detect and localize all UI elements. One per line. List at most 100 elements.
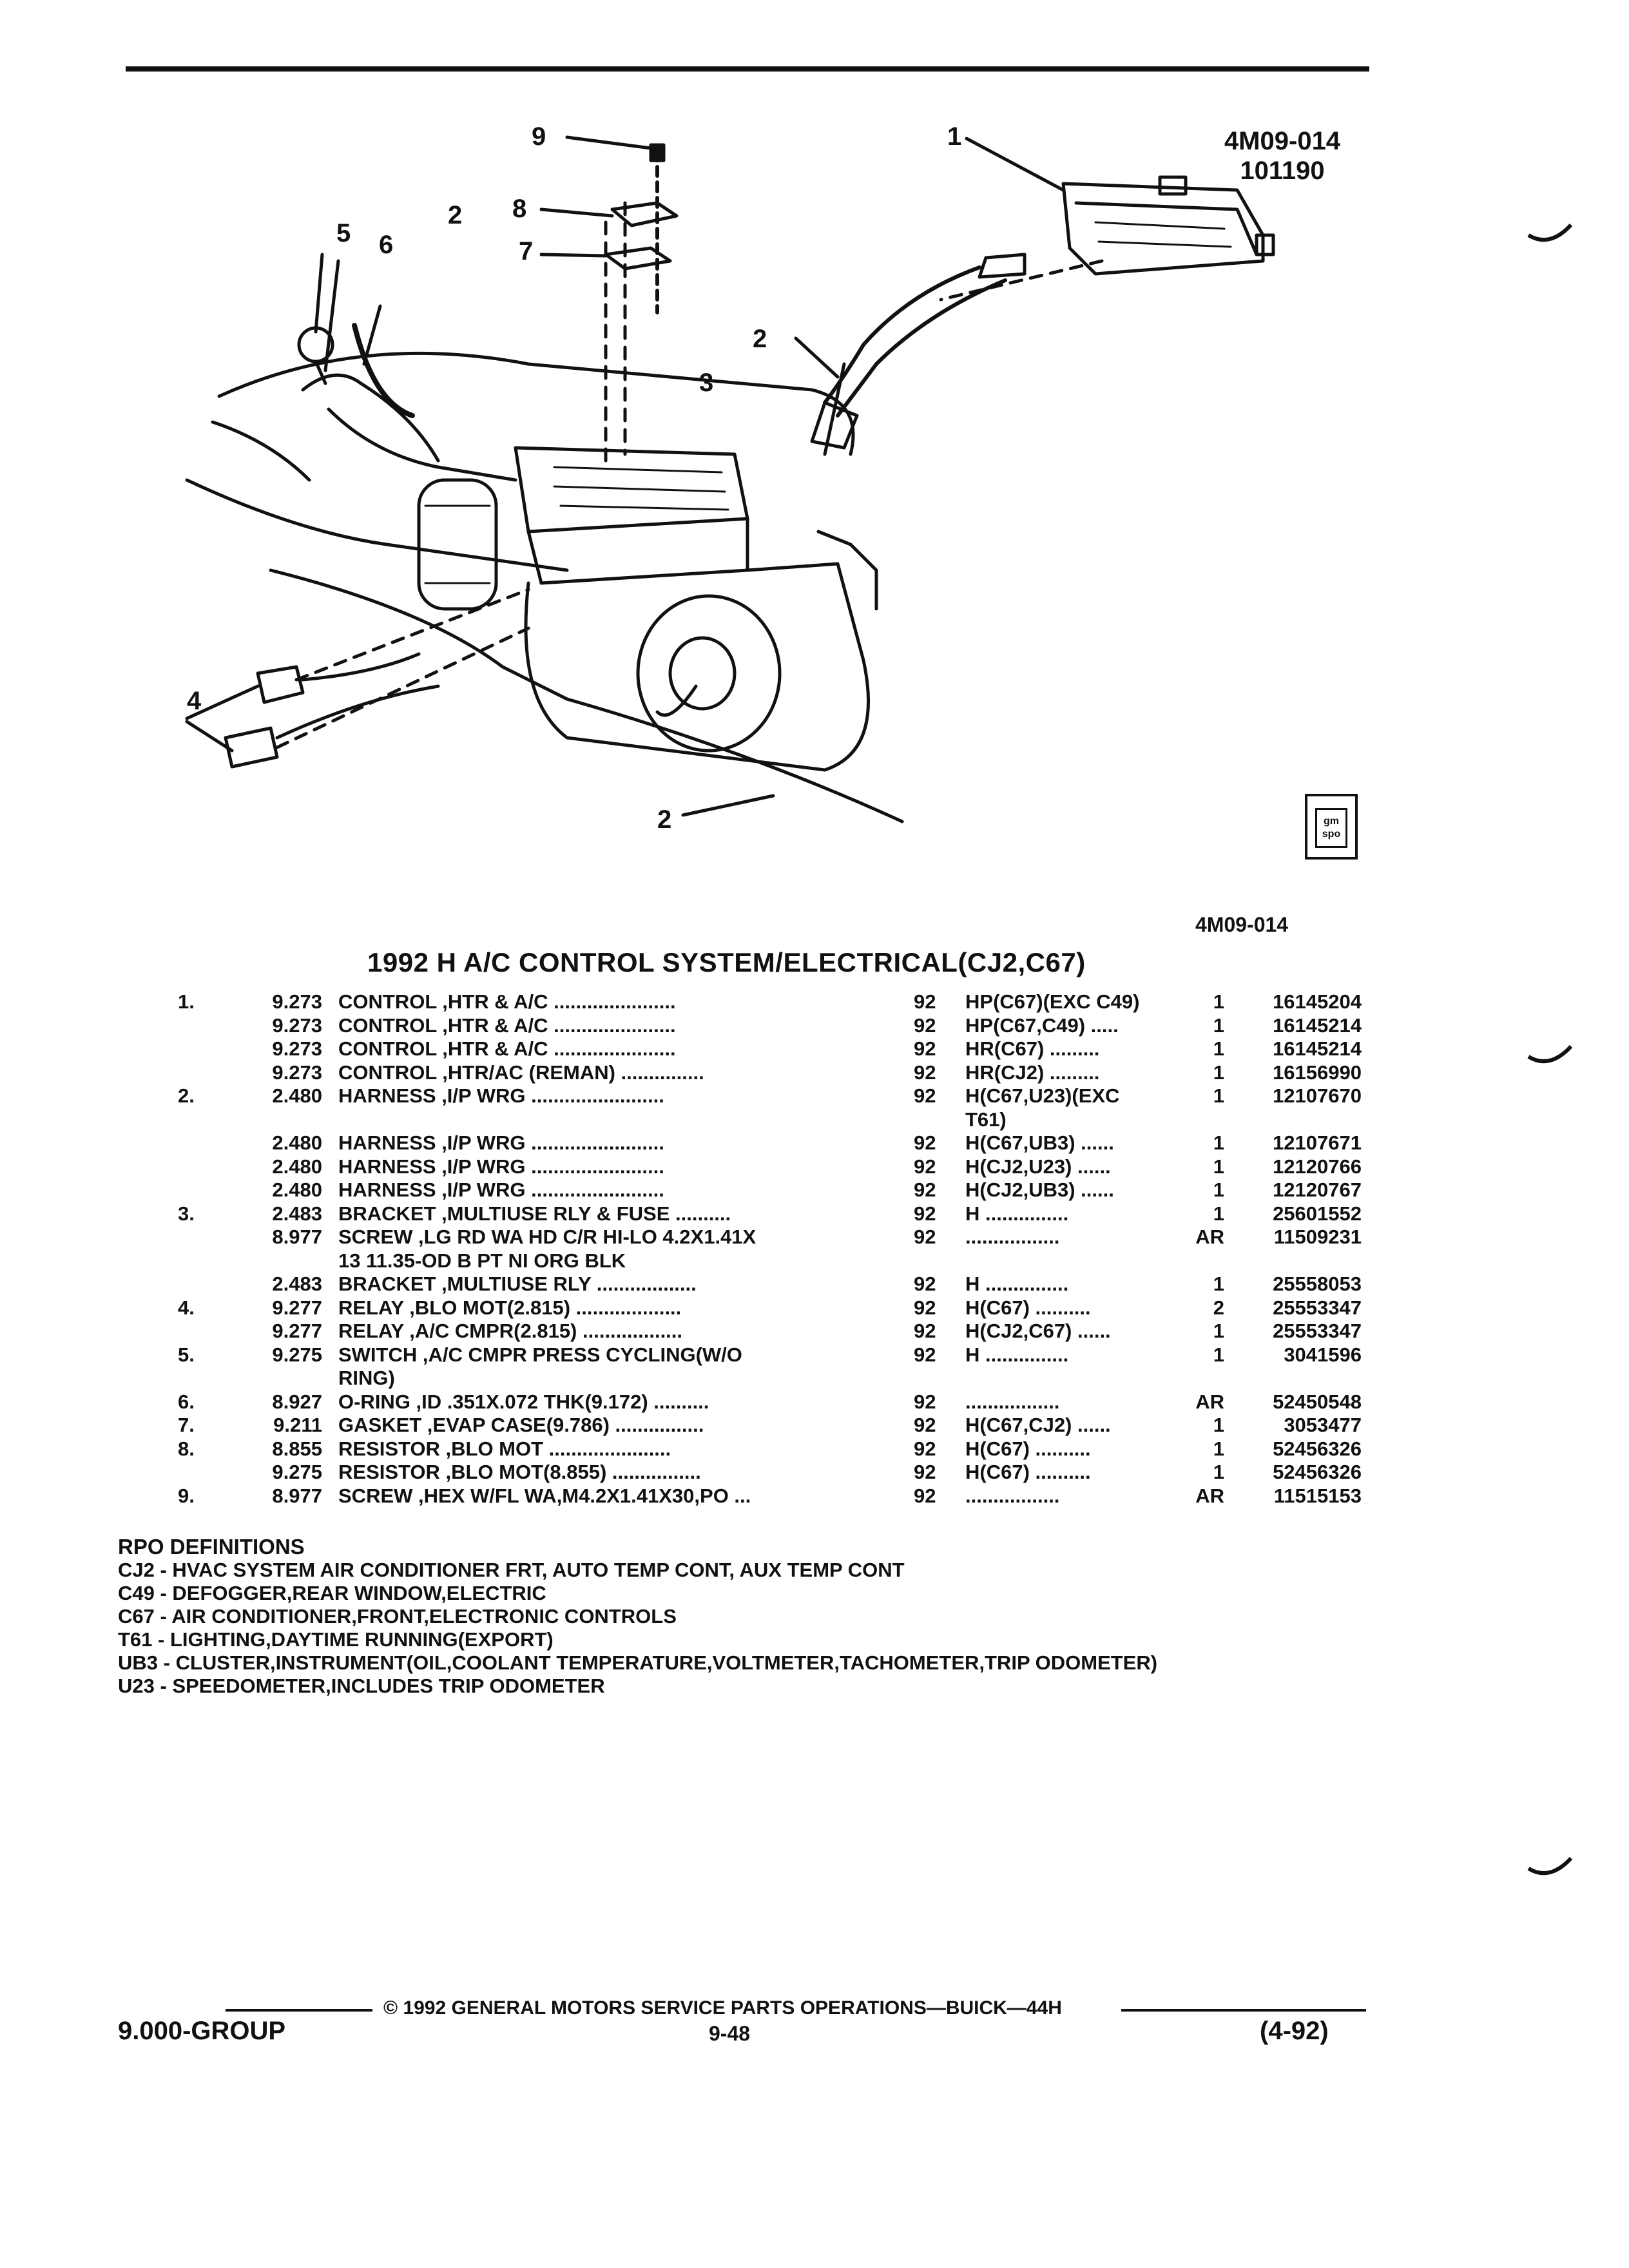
parts-group: 8.977 xyxy=(272,1225,322,1248)
parts-qty: 1 xyxy=(1213,1202,1224,1225)
parts-qty: 1 xyxy=(1213,1320,1224,1342)
parts-year: 92 xyxy=(914,1296,936,1319)
parts-year: 92 xyxy=(914,1225,936,1248)
parts-qty: 1 xyxy=(1213,1037,1224,1060)
parts-usage: HR(CJ2) ......... xyxy=(965,1061,1100,1084)
parts-desc: CONTROL ,HTR & A/C .....................… xyxy=(338,1037,676,1060)
gm-spo-logo: gm spo xyxy=(1305,794,1358,860)
parts-group: 2.480 xyxy=(272,1131,322,1154)
parts-group: 9.277 xyxy=(272,1296,322,1319)
parts-part: 25558053 xyxy=(1273,1273,1362,1295)
parts-year: 92 xyxy=(914,1014,936,1037)
callout-1: 1 xyxy=(947,122,961,151)
parts-desc: RING) xyxy=(338,1367,395,1389)
parts-desc: HARNESS ,I/P WRG .......................… xyxy=(338,1178,664,1201)
top-rule xyxy=(126,66,1369,72)
parts-desc: BRACKET ,MULTIUSE RLY .................. xyxy=(338,1273,697,1295)
parts-group: 9.275 xyxy=(272,1461,322,1483)
parts-desc: RESISTOR ,BLO MOT(8.855) ...............… xyxy=(338,1461,701,1483)
parts-qty: AR xyxy=(1195,1225,1224,1248)
parts-row: 2.480 HARNESS ,I/P WRG ..................… xyxy=(0,1178,1629,1202)
revision-date: (4-92) xyxy=(1260,2017,1329,2045)
parts-part: 3053477 xyxy=(1284,1414,1362,1436)
parts-qty: 1 xyxy=(1213,1155,1224,1178)
parts-qty: 1 xyxy=(1213,1061,1224,1084)
parts-ref: 2. xyxy=(178,1084,195,1107)
callout-7: 7 xyxy=(519,237,533,265)
parts-year: 92 xyxy=(914,1461,936,1483)
parts-desc: CONTROL ,HTR & A/C .....................… xyxy=(338,1014,676,1037)
parts-desc: SCREW ,HEX W/FL WA,M4.2X1.41X30,PO ... xyxy=(338,1484,751,1507)
rpo-definition: CJ2 - HVAC SYSTEM AIR CONDITIONER FRT, A… xyxy=(118,1559,905,1581)
parts-ref: 9. xyxy=(178,1484,195,1507)
parts-group: 2.483 xyxy=(272,1273,322,1295)
parts-group: 8.927 xyxy=(272,1390,322,1413)
parts-part: 52456326 xyxy=(1273,1461,1362,1483)
rpo-definition: T61 - LIGHTING,DAYTIME RUNNING(EXPORT) xyxy=(118,1628,554,1651)
rpo-definitions-title: RPO DEFINITIONS xyxy=(118,1535,305,1559)
parts-part: 11515153 xyxy=(1273,1484,1362,1507)
parts-ref: 5. xyxy=(178,1343,195,1366)
parts-group: 2.480 xyxy=(272,1178,322,1201)
parts-qty: AR xyxy=(1195,1484,1224,1507)
parts-year: 92 xyxy=(914,1155,936,1178)
parts-year: 92 xyxy=(914,1390,936,1413)
parts-ref: 4. xyxy=(178,1296,195,1319)
parts-qty: 2 xyxy=(1213,1296,1224,1319)
parts-part: 25601552 xyxy=(1273,1202,1362,1225)
parts-group: 8.855 xyxy=(272,1437,322,1460)
parts-qty: AR xyxy=(1195,1390,1224,1413)
parts-group: 2.483 xyxy=(272,1202,322,1225)
parts-year: 92 xyxy=(914,1273,936,1295)
parts-usage: HP(C67,C49) ..... xyxy=(965,1014,1119,1037)
parts-year: 92 xyxy=(914,1084,936,1107)
parts-desc: RELAY ,BLO MOT(2.815) ..................… xyxy=(338,1296,682,1319)
parts-year: 92 xyxy=(914,1061,936,1084)
callout-2-bottom: 2 xyxy=(657,805,671,834)
parts-part: 16145214 xyxy=(1273,1037,1362,1060)
parts-group: 2.480 xyxy=(272,1084,322,1107)
parts-part: 11509231 xyxy=(1273,1225,1362,1248)
binder-mark xyxy=(1527,223,1572,242)
parts-part: 52450548 xyxy=(1273,1390,1362,1413)
binder-mark xyxy=(1527,1856,1572,1876)
parts-desc: BRACKET ,MULTIUSE RLY & FUSE .......... xyxy=(338,1202,731,1225)
callout-8: 8 xyxy=(512,195,526,223)
parts-qty: 1 xyxy=(1213,1437,1224,1460)
parts-year: 92 xyxy=(914,1178,936,1201)
parts-row: T61) xyxy=(0,1108,1629,1131)
parts-usage: H(C67) .......... xyxy=(965,1461,1091,1483)
parts-ref: 3. xyxy=(178,1202,195,1225)
parts-qty: 1 xyxy=(1213,1178,1224,1201)
parts-ref: 7. xyxy=(178,1414,195,1436)
parts-year: 92 xyxy=(914,1320,936,1342)
rpo-definition: C67 - AIR CONDITIONER,FRONT,ELECTRONIC C… xyxy=(118,1605,677,1628)
parts-part: 16145214 xyxy=(1273,1014,1362,1037)
parts-year: 92 xyxy=(914,990,936,1013)
parts-part: 25553347 xyxy=(1273,1320,1362,1342)
parts-qty: 1 xyxy=(1213,1461,1224,1483)
parts-usage: T61) xyxy=(965,1108,1007,1131)
parts-usage: ................. xyxy=(965,1390,1060,1413)
binder-mark xyxy=(1527,1044,1572,1064)
parts-usage: H(CJ2,U23) ...... xyxy=(965,1155,1111,1178)
parts-usage: H ............... xyxy=(965,1202,1069,1225)
parts-usage: ................. xyxy=(965,1484,1060,1507)
diagram-reference: 4M09-014 101190 xyxy=(1186,126,1379,186)
parts-ref: 8. xyxy=(178,1437,195,1460)
parts-qty: 1 xyxy=(1213,1273,1224,1295)
callout-3: 3 xyxy=(699,369,713,397)
callout-2-right: 2 xyxy=(753,325,767,353)
footer-rule-left xyxy=(226,2009,372,2012)
parts-row: 9.275 RESISTOR ,BLO MOT(8.855) ..........… xyxy=(0,1460,1629,1484)
parts-group: 9.211 xyxy=(273,1414,322,1436)
parts-group: 9.277 xyxy=(272,1320,322,1342)
callout-4: 4 xyxy=(187,687,202,715)
